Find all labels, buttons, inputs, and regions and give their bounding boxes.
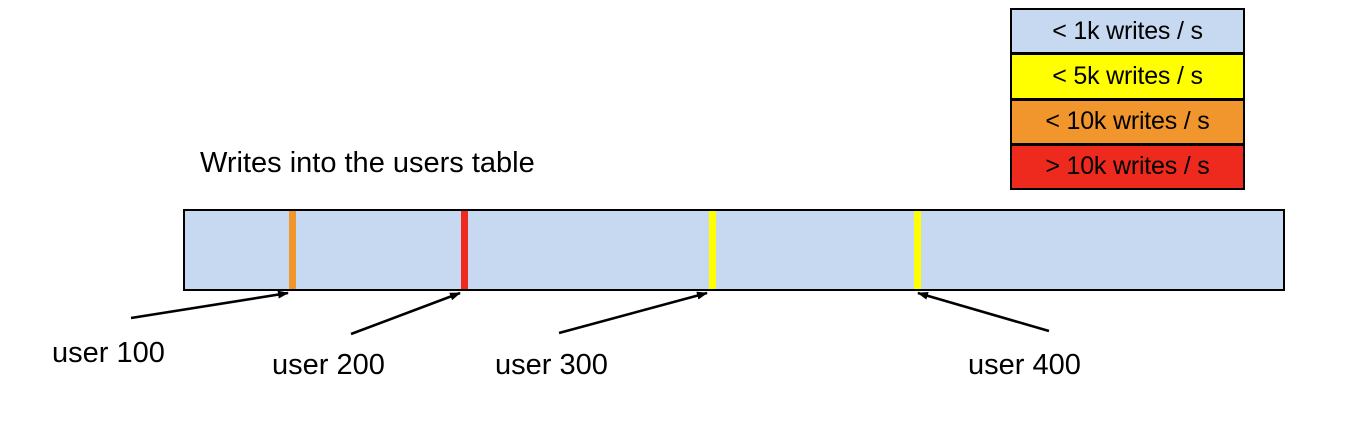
arrow-user-300 bbox=[558, 291, 708, 335]
arrow-user-100 bbox=[130, 290, 289, 320]
legend-item-label: > 10k writes / s bbox=[1045, 152, 1210, 181]
legend-item-lt-1k: < 1k writes / s bbox=[1010, 8, 1245, 54]
callout-label-user-400: user 400 bbox=[968, 349, 1081, 381]
callout-label-user-200: user 200 bbox=[272, 349, 385, 381]
arrow-user-200 bbox=[350, 291, 461, 336]
legend-item-label: < 5k writes / s bbox=[1052, 61, 1203, 90]
chart-title: Writes into the users table bbox=[200, 147, 535, 179]
legend-item-lt-5k: < 5k writes / s bbox=[1010, 53, 1245, 99]
users-table-bar bbox=[183, 209, 1285, 291]
stripe-user-100 bbox=[289, 211, 296, 289]
callout-label-user-300: user 300 bbox=[495, 349, 608, 381]
legend: < 1k writes / s < 5k writes / s < 10k wr… bbox=[1010, 8, 1245, 190]
legend-item-label: < 1k writes / s bbox=[1052, 16, 1203, 45]
legend-item-label: < 10k writes / s bbox=[1045, 107, 1210, 136]
stripe-user-300 bbox=[709, 211, 716, 289]
stripe-user-400 bbox=[914, 211, 921, 289]
legend-item-lt-10k: < 10k writes / s bbox=[1010, 98, 1245, 144]
legend-item-gt-10k: > 10k writes / s bbox=[1010, 143, 1245, 190]
callout-label-user-100: user 100 bbox=[52, 337, 165, 369]
arrow-user-400 bbox=[917, 291, 1050, 333]
stripe-user-200 bbox=[461, 211, 468, 289]
